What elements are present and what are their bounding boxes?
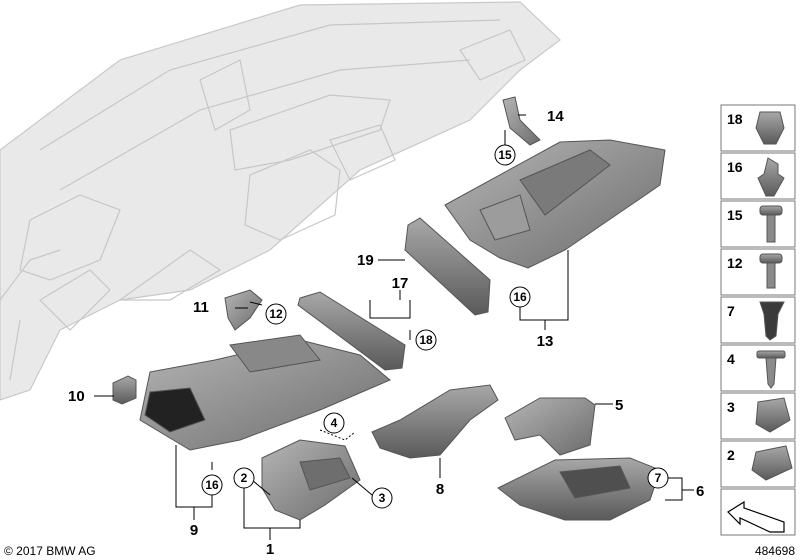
speed-nut-icon (755, 397, 791, 433)
callout-10: 10 (68, 388, 85, 405)
part-8-duct (371, 384, 499, 459)
dashboard-ghost (0, 1, 561, 401)
legend-item-2: 2 (727, 447, 735, 463)
part-5-upper-shroud (504, 397, 596, 456)
callout-4: 4 (331, 416, 338, 430)
legend-item-15: 15 (727, 207, 743, 223)
callout-17: 17 (392, 275, 409, 292)
callout-8: 8 (436, 481, 444, 498)
callout-18: 18 (419, 333, 433, 347)
part-19-cover (404, 217, 491, 316)
clip-nut-icon (755, 111, 785, 145)
tapping-screw-icon (756, 350, 786, 359)
diagram-number: 484698 (755, 544, 795, 558)
legend-item-4: 4 (727, 351, 735, 367)
callout-11: 11 (193, 299, 209, 316)
legend-item-7: 7 (727, 303, 735, 319)
callout-12: 12 (269, 307, 283, 321)
callout-3: 3 (379, 491, 386, 505)
legend-item-3: 3 (727, 399, 735, 415)
callout-5: 5 (615, 397, 623, 414)
callout-15: 15 (498, 148, 512, 162)
callout-19: 19 (357, 252, 374, 269)
part-17-strip (297, 291, 406, 371)
expanding-rivet-icon (759, 301, 785, 341)
callouts: 14 15 16 13 19 17 18 11 12 10 16 9 2 1 4… (68, 108, 704, 558)
callout-9: 9 (190, 522, 198, 539)
legend-item-12: 12 (727, 255, 743, 271)
callout-1: 1 (266, 541, 274, 558)
callout-7: 7 (655, 471, 662, 485)
callout-16-left: 16 (205, 478, 219, 492)
part-14-bracket (502, 96, 541, 146)
part-10-clip (112, 375, 137, 405)
callout-13: 13 (537, 333, 554, 350)
callout-16-right: 16 (513, 290, 527, 304)
callout-14: 14 (547, 108, 564, 125)
fastener-legend: 18 16 15 12 7 4 3 2 (720, 104, 796, 536)
callout-2: 2 (241, 471, 248, 485)
push-pin-icon (757, 157, 785, 197)
legend-item-16: 16 (727, 159, 743, 175)
parts (112, 96, 666, 521)
part-11-bracket (224, 289, 263, 331)
arrow-icon (727, 500, 785, 533)
spring-clip-icon (751, 445, 793, 481)
callout-6: 6 (696, 483, 704, 500)
legend-item-18: 18 (727, 111, 743, 127)
copyright-text: © 2017 BMW AG (4, 544, 96, 558)
screw-icon (759, 205, 783, 216)
screw-short-icon (759, 253, 783, 264)
